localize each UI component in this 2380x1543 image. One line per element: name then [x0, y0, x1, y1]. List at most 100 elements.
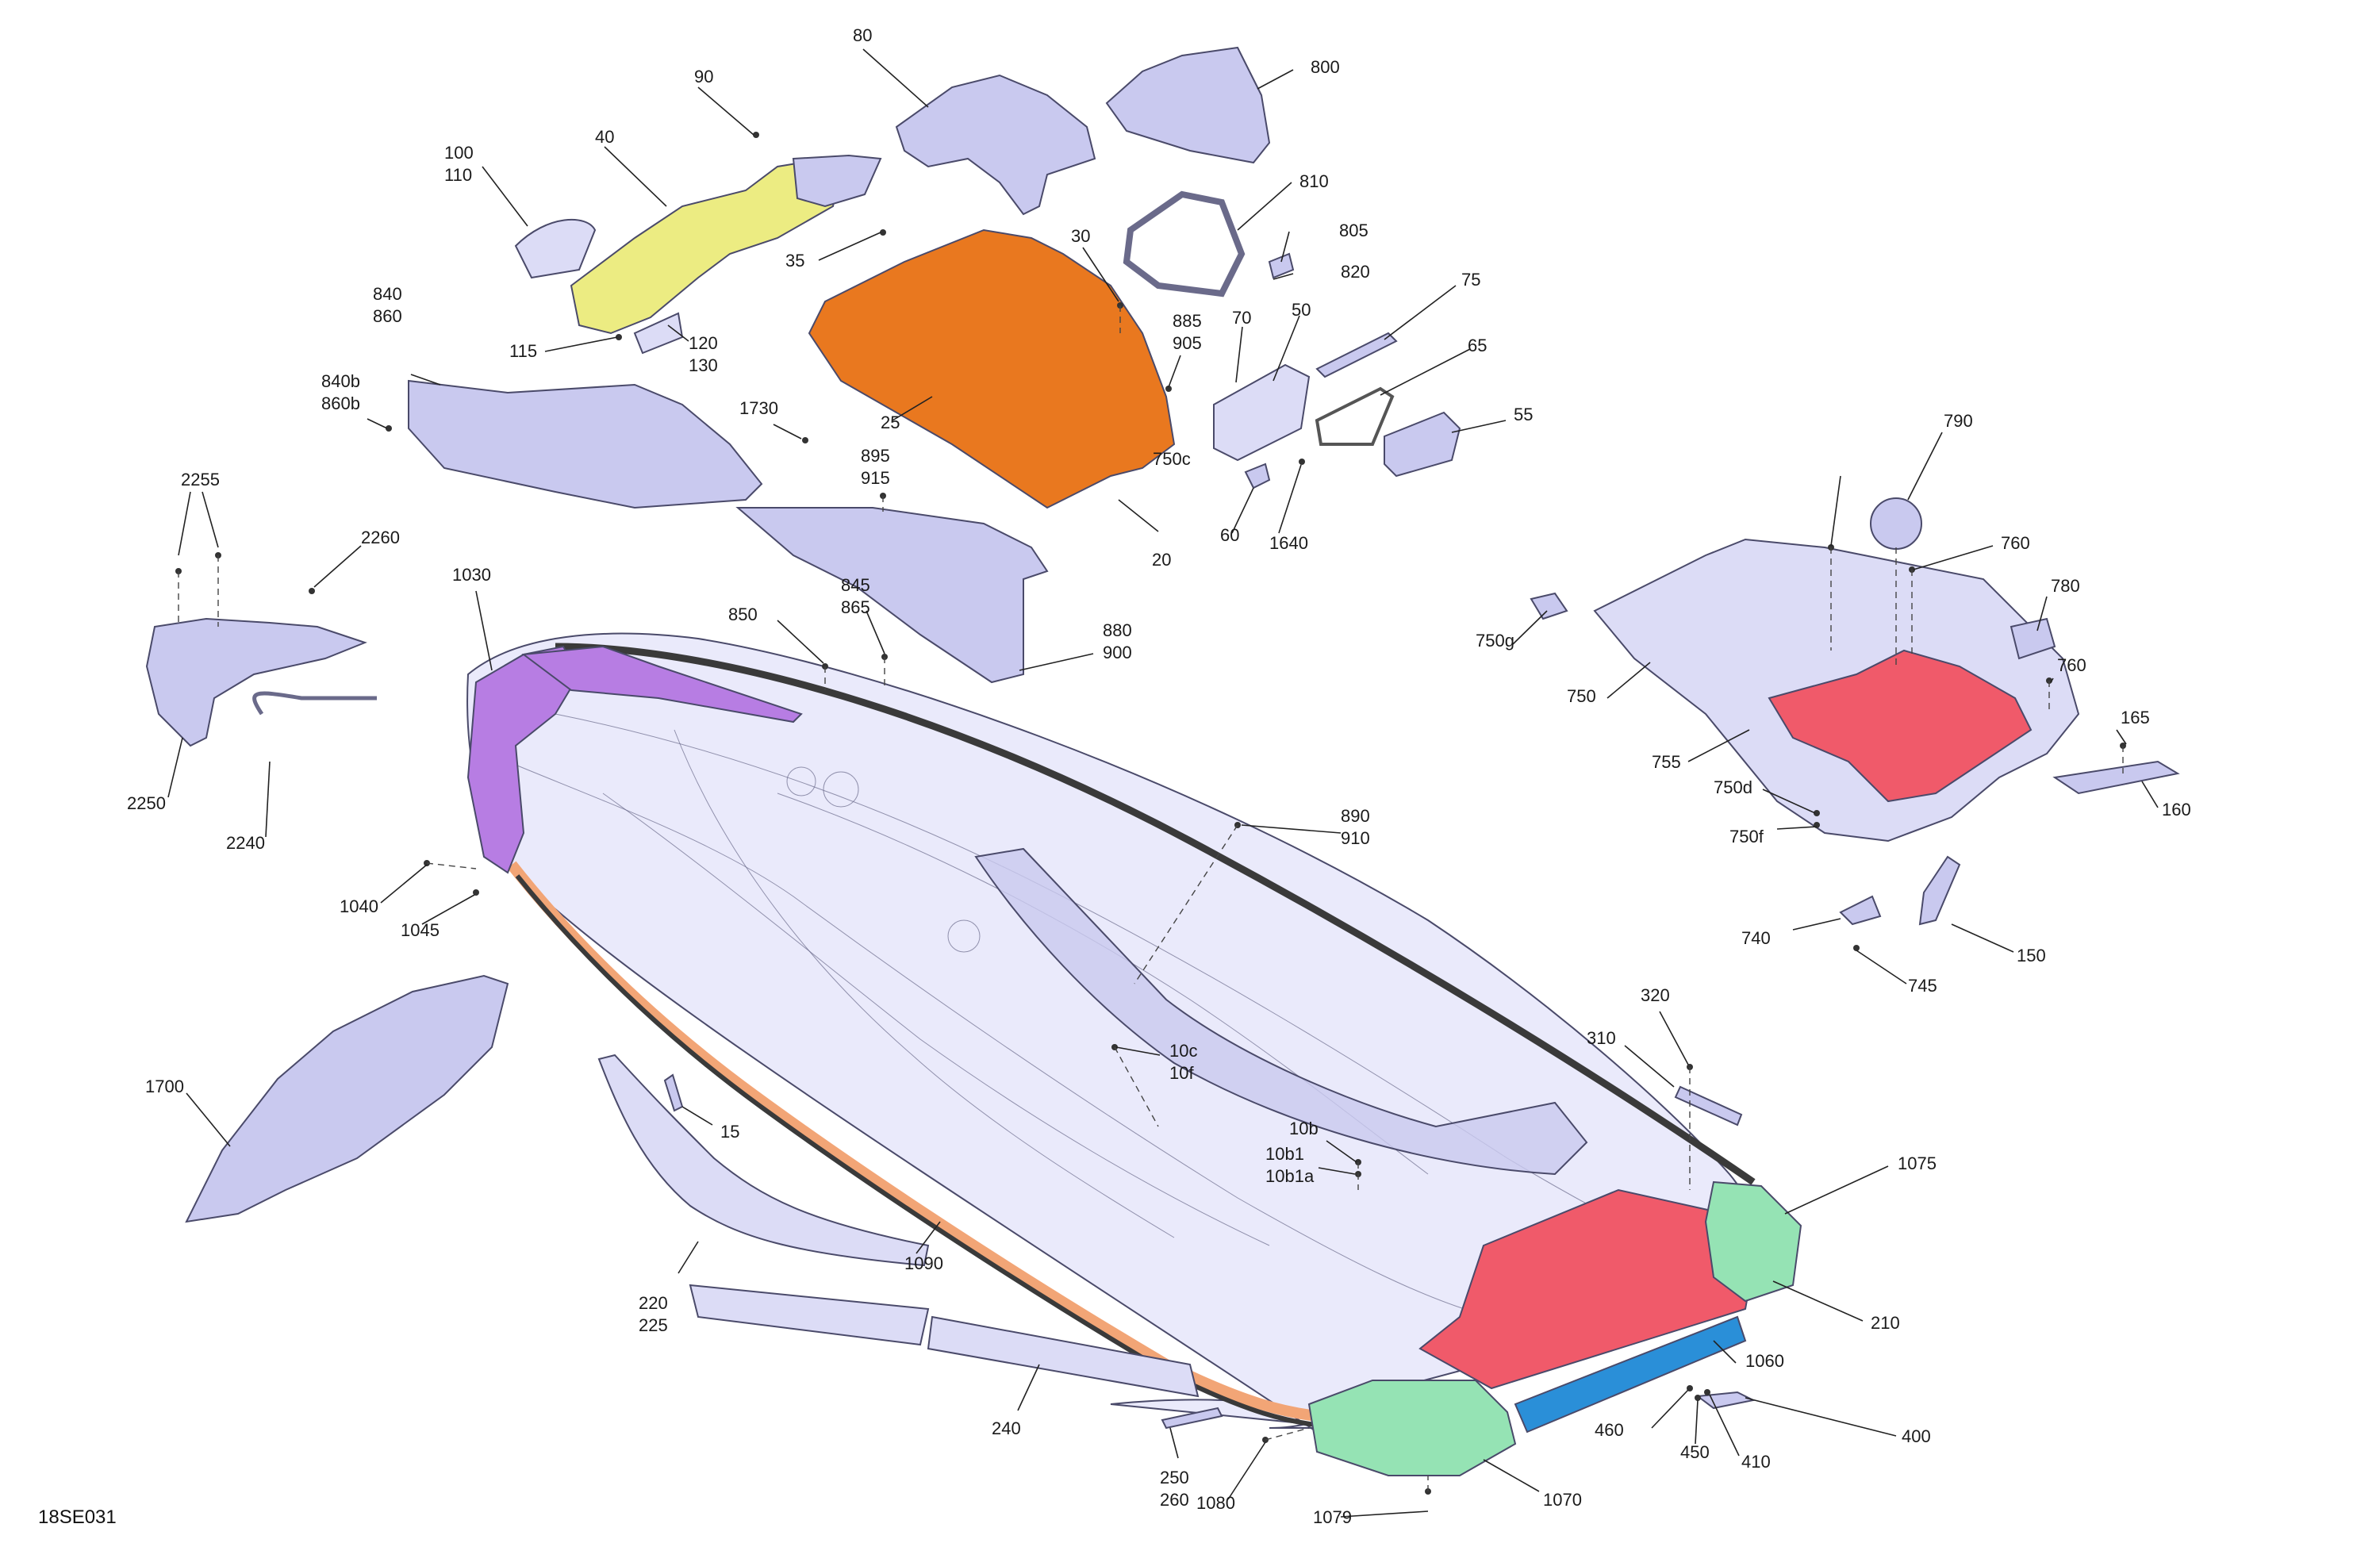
screw-115 [616, 334, 622, 340]
lower-strip-240b-part [927, 1315, 1200, 1398]
callout-label-10b: 10b [1289, 1119, 1319, 1138]
rail-160-part [2052, 760, 2180, 795]
callout-label-115: 115 [509, 341, 537, 361]
screw-35 [880, 229, 886, 236]
screw-745 [1853, 945, 1860, 951]
callout-label-1090: 1090 [904, 1253, 943, 1273]
callout-label-35: 35 [785, 251, 804, 271]
callout-label-400: 400 [1902, 1426, 1931, 1446]
callout-label-410: 410 [1741, 1452, 1771, 1472]
seat-base-2250-part [145, 617, 367, 747]
diagram-reference-code: 18SE031 [38, 1507, 117, 1528]
callout-label-1070: 1070 [1543, 1490, 1582, 1510]
side-panel-840-part [408, 379, 763, 509]
callout-label-750: 750 [1567, 686, 1596, 706]
callout-label-460: 460 [1595, 1420, 1624, 1440]
callout-label-150: 150 [2017, 946, 2046, 965]
callout-label-310: 310 [1587, 1028, 1616, 1048]
callout-label-1060: 1060 [1745, 1351, 1784, 1371]
callout-label-745: 745 [1908, 976, 1937, 996]
screw-2260 [309, 588, 315, 594]
screw-1730 [802, 437, 808, 443]
callout-label-75: 75 [1461, 270, 1480, 290]
callout-label-70: 70 [1232, 308, 1251, 328]
console-cover-part [895, 74, 1096, 216]
tray-mat-755-part [1768, 649, 2033, 803]
assembly-lines-layer [178, 305, 2124, 1491]
small-bar-250-part [1161, 1407, 1223, 1430]
knee-pad-100-part [514, 218, 597, 279]
glovebox-cover-part [1105, 46, 1271, 164]
storage-bin-part [570, 157, 843, 335]
clip-740-part [1839, 895, 1882, 926]
rear-corner-bumper-left-part [1307, 1380, 1517, 1476]
screw-885 [1165, 386, 1172, 392]
screw-1045 [473, 889, 479, 896]
callout-label-210: 210 [1871, 1313, 1900, 1333]
callout-label-450: 450 [1680, 1442, 1710, 1462]
callout-label-60: 60 [1220, 525, 1239, 545]
callout-label-20: 20 [1152, 550, 1171, 570]
tray-cap-790-part [1870, 497, 1922, 550]
callout-label-55: 55 [1514, 405, 1533, 424]
fasteners-layer [175, 132, 2126, 1495]
trim-strip-75-part [1315, 332, 1398, 378]
callout-label-2250: 2250 [127, 793, 166, 813]
callout-label-740: 740 [1741, 928, 1771, 948]
clip-750g-part [1530, 592, 1568, 620]
callout-label-90: 90 [694, 67, 713, 86]
callout-label-240: 240 [992, 1418, 1021, 1438]
callout-label-1640: 1640 [1269, 533, 1308, 553]
side-panel-880-part [735, 507, 1049, 684]
storage-lid-part [792, 154, 882, 208]
rear-corner-bumper-right-part [1704, 1180, 1802, 1303]
lower-strip-240a-part [689, 1284, 930, 1346]
plate-310-part [1674, 1085, 1743, 1127]
display-55-part [1384, 411, 1461, 478]
central-support-frame-part [808, 228, 1176, 509]
side-rub-strip-part [507, 861, 1318, 1422]
callout-label-2260: 2260 [361, 528, 400, 547]
callout-label-1730: 1730 [739, 398, 778, 418]
front-nose-cap-top-part [521, 645, 803, 724]
callout-label-65: 65 [1468, 336, 1487, 355]
callout-label-165: 165 [2121, 708, 2150, 727]
callout-label-1079: 1079 [1313, 1507, 1352, 1527]
small-pad-120-part [633, 312, 684, 355]
gunwale-top-trim-part [555, 643, 1756, 1185]
callout-label-1075: 1075 [1898, 1153, 1937, 1173]
callout-label-750g: 750g [1476, 631, 1514, 651]
washer-410 [1704, 1389, 1710, 1395]
callout-label-790: 790 [1944, 411, 1973, 431]
front-nose-cap-part [466, 645, 581, 874]
callout-label-2240: 2240 [226, 833, 265, 853]
leader-lines-layer [167, 48, 2159, 1518]
bracket-150-part [1918, 855, 1961, 926]
callout-label-2255: 2255 [181, 470, 220, 489]
callout-label-820: 820 [1341, 262, 1370, 282]
gauge-housing-50-part [1213, 363, 1311, 462]
callout-label-50: 50 [1292, 300, 1311, 320]
callout-label-25: 25 [881, 413, 900, 432]
screw-840b [386, 425, 392, 432]
callout-label-160: 160 [2162, 800, 2191, 819]
callout-label-750f: 750f [1729, 827, 1764, 846]
callout-label-850: 850 [728, 605, 758, 624]
gauge-gasket-65-part [1315, 386, 1395, 446]
screw-1640 [1299, 459, 1305, 465]
rear-platform-pad-part [1418, 1188, 1763, 1390]
callout-label-1080: 1080 [1196, 1493, 1235, 1513]
deck-hull-part [466, 632, 1756, 1441]
